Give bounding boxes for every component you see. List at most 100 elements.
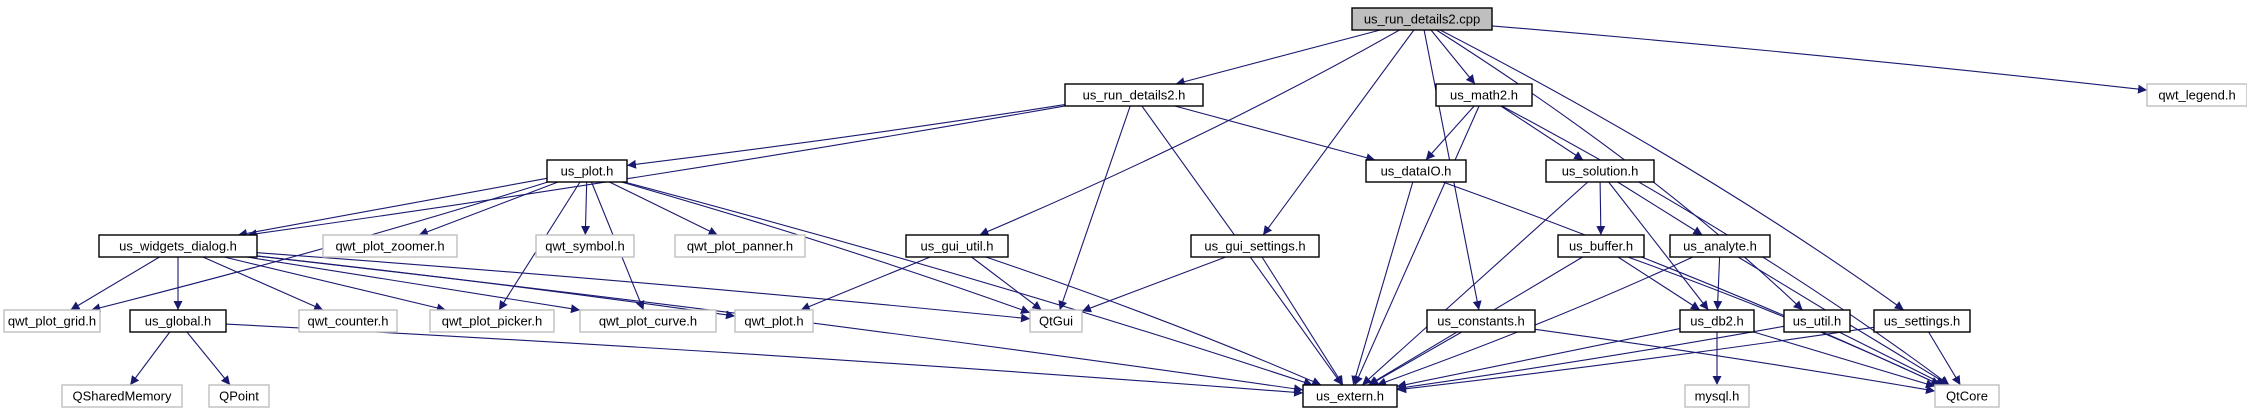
node-db2[interactable]: us_db2.h — [1679, 309, 1755, 333]
edge-rd2h-to-qtgui — [1058, 105, 1131, 311]
node-shm-label: QSharedMemory — [73, 388, 172, 403]
node-extern[interactable]: us_extern.h — [1302, 384, 1398, 408]
node-qtgui: QtGui — [1029, 309, 1083, 333]
node-settings[interactable]: us_settings.h — [1873, 309, 1971, 333]
node-guiutil-box[interactable] — [905, 234, 1009, 258]
edge-db2-to-extern — [1396, 328, 1681, 390]
node-zoomer-label: qwt_plot_zoomer.h — [335, 238, 444, 253]
node-mysql: mysql.h — [1684, 384, 1750, 408]
edge-rd2h-to-wdialog — [247, 105, 1066, 239]
edge-wdialog-to-picker — [223, 256, 447, 313]
nodes-layer: us_run_details2.cpp us_run_details2.h us_m… — [3, 7, 2247, 408]
edges-layer — [70, 25, 2148, 397]
node-dataio[interactable]: us_dataIO.h — [1365, 159, 1467, 183]
edge-dataio-to-extern — [1351, 181, 1414, 386]
edge-guiutil-to-extern — [985, 256, 1322, 386]
edge-solution-to-buffer — [1596, 181, 1606, 236]
node-plot[interactable]: us_plot.h — [546, 159, 628, 183]
edge-root-to-settings — [1439, 29, 1905, 311]
edge-guiutil-to-qtgui — [971, 256, 1042, 311]
node-solution[interactable]: us_solution.h — [1545, 159, 1655, 183]
edge-rd2h-to-plot — [626, 104, 1066, 169]
node-settings-box[interactable] — [1873, 309, 1971, 333]
node-root[interactable]: us_run_details2.cpp — [1351, 7, 1493, 31]
node-qpoint-label: QPoint — [219, 388, 259, 403]
node-util[interactable]: us_util.h — [1783, 309, 1851, 333]
node-plot-box[interactable] — [546, 159, 628, 183]
node-rd2h-label: us_run_details2.h — [1083, 87, 1186, 102]
node-constants-box[interactable] — [1426, 309, 1536, 333]
node-qtgui-box — [1029, 309, 1083, 333]
node-wdialog[interactable]: us_widgets_dialog.h — [98, 234, 258, 258]
node-analyte[interactable]: us_analyte.h — [1669, 234, 1771, 258]
node-panner: qwt_plot_panner.h — [674, 234, 806, 258]
node-analyte-label: us_analyte.h — [1683, 238, 1757, 253]
node-rd2h[interactable]: us_run_details2.h — [1064, 83, 1204, 107]
node-panner-box — [674, 234, 806, 258]
node-rd2h-box[interactable] — [1064, 83, 1204, 107]
node-zoomer: qwt_plot_zoomer.h — [322, 234, 458, 258]
node-plot-label: us_plot.h — [561, 163, 614, 178]
node-extern-box[interactable] — [1302, 384, 1398, 408]
node-settings-label: us_settings.h — [1884, 313, 1961, 328]
edge-math2-to-solution — [1500, 105, 1584, 161]
node-root-box[interactable] — [1351, 7, 1493, 31]
node-grid-label: qwt_plot_grid.h — [8, 313, 96, 328]
edge-solution-to-extern — [1361, 181, 1589, 386]
node-guisettings[interactable]: us_gui_settings.h — [1190, 234, 1320, 258]
node-global[interactable]: us_global.h — [129, 309, 227, 333]
node-constants[interactable]: us_constants.h — [1426, 309, 1536, 333]
node-qwtplot-label: qwt_plot.h — [744, 313, 803, 328]
edge-math2-to-dataio — [1425, 105, 1475, 161]
edge-analyte-to-extern — [1376, 256, 1694, 387]
node-buffer-label: us_buffer.h — [1569, 238, 1633, 253]
edge-buffer-to-db2 — [1617, 256, 1701, 311]
node-math2-box[interactable] — [1435, 83, 1533, 107]
node-mysql-label: mysql.h — [1695, 388, 1740, 403]
edge-settings-to-qtcore — [1928, 331, 1961, 386]
node-buffer-box[interactable] — [1557, 234, 1645, 258]
node-solution-box[interactable] — [1545, 159, 1655, 183]
node-util-box[interactable] — [1783, 309, 1851, 333]
node-dataio-box[interactable] — [1365, 159, 1467, 183]
edge-wdialog-to-curve — [246, 256, 581, 314]
edge-guiutil-to-qwtplot — [800, 256, 931, 311]
node-qwtplot: qwt_plot.h — [734, 309, 814, 333]
edge-util-to-qtcore — [1838, 331, 1946, 386]
edge-guisettings-to-extern — [1261, 256, 1344, 386]
edge-global-to-qpoint — [186, 331, 231, 386]
node-guiutil-label: us_gui_util.h — [921, 238, 994, 253]
node-guiutil[interactable]: us_gui_util.h — [905, 234, 1009, 258]
node-qtgui-label: QtGui — [1039, 313, 1073, 328]
node-wdialog-label: us_widgets_dialog.h — [119, 238, 237, 253]
edge-root-to-legend — [1491, 25, 2148, 94]
node-grid-box — [3, 309, 101, 333]
node-symbol-box — [535, 234, 635, 258]
edge-math2-to-extern — [1354, 105, 1480, 386]
node-wdialog-box[interactable] — [98, 234, 258, 258]
node-qpoint: QPoint — [208, 384, 270, 408]
edge-plot-to-wdialog — [237, 177, 548, 238]
edge-constants-to-extern — [1368, 331, 1463, 386]
node-db2-box[interactable] — [1679, 309, 1755, 333]
node-curve-label: qwt_plot_curve.h — [599, 313, 697, 328]
node-global-box[interactable] — [129, 309, 227, 333]
edge-root-to-rd2h — [1175, 29, 1381, 87]
node-util-label: us_util.h — [1793, 313, 1841, 328]
node-symbol-label: qwt_symbol.h — [545, 238, 624, 253]
edge-wdialog-to-qwtplot — [256, 255, 736, 320]
node-counter-label: qwt_counter.h — [308, 313, 389, 328]
node-guisettings-label: us_gui_settings.h — [1204, 238, 1305, 253]
node-guisettings-box[interactable] — [1190, 234, 1320, 258]
node-panner-label: qwt_plot_panner.h — [687, 238, 793, 253]
edge-global-to-shm — [129, 331, 171, 386]
node-math2[interactable]: us_math2.h — [1435, 83, 1533, 107]
node-qwtplot-box — [734, 309, 814, 333]
node-solution-label: us_solution.h — [1562, 163, 1639, 178]
node-buffer[interactable]: us_buffer.h — [1557, 234, 1645, 258]
edge-plot-to-symbol — [581, 181, 591, 236]
node-analyte-box[interactable] — [1669, 234, 1771, 258]
edge-solution-to-analyte — [1617, 181, 1703, 236]
node-picker-label: qwt_plot_picker.h — [442, 313, 542, 328]
